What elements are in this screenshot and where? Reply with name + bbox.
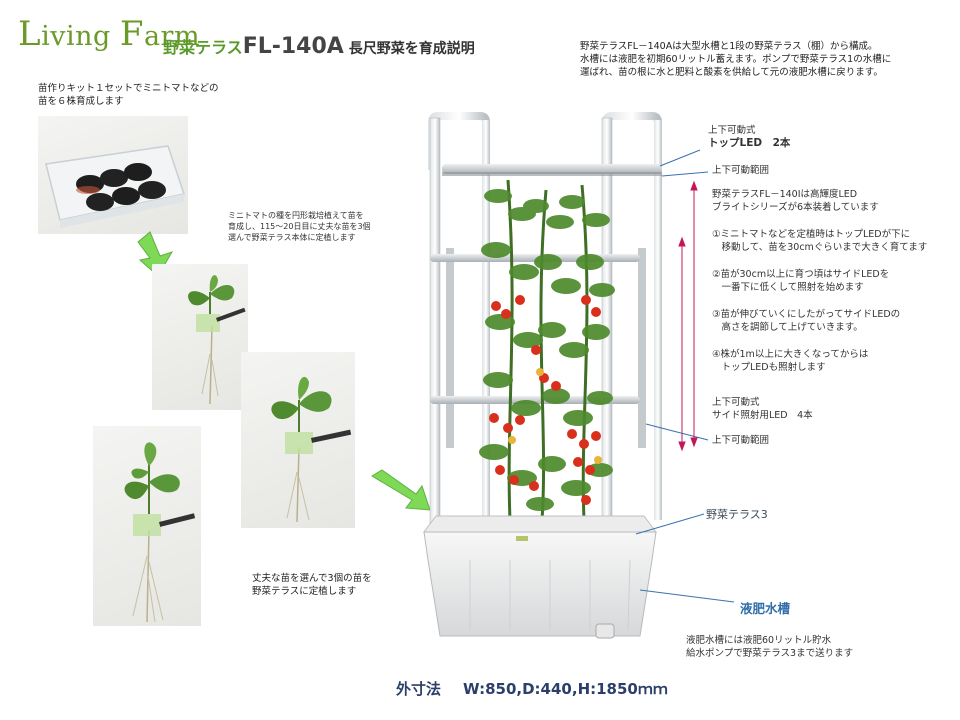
top-led-callout: 上下可動式 トップLED 2本 <box>708 125 791 149</box>
seedling-illustration <box>188 275 246 405</box>
seedling-photo-2 <box>241 352 355 528</box>
tank-label: 液肥水槽 <box>740 601 791 616</box>
growth-step-3: ③苗が伸びていくにしたがってサイドLEDの 高さを調節して上げていきます。 <box>712 309 901 333</box>
seedling-photo-1 <box>152 264 248 410</box>
terrace-label: 野菜テラス3 <box>706 508 768 521</box>
side-led-callout: 上下可動式 サイド照射用LED 4本 <box>712 397 813 421</box>
growth-step-1: ①ミニトマトなどを定植時はトップLEDが下に 移動して、苗を30cmぐらいまで大… <box>712 229 928 253</box>
tomato-plants <box>479 179 615 521</box>
seedling-kit-note: 苗作りキット１セットでミニトマトなどの 苗を６株育成します <box>38 83 219 107</box>
planting-note: 丈夫な苗を選んで3個の苗を 野菜テラスに定植します <box>252 573 372 597</box>
seedling-illustration <box>271 376 352 523</box>
move-range-label-side: 上下可動範囲 <box>712 435 770 446</box>
pole-front-left <box>429 117 441 531</box>
vegetable-terrace-tray <box>423 515 657 533</box>
side-led-right <box>638 248 646 448</box>
led-description: 野菜テラスFL－140Iは高輝度LED ブライトシリーズが6本装着しています <box>712 189 879 213</box>
seedling-kit-illustration <box>45 145 185 228</box>
seedling-photo-3 <box>93 426 201 626</box>
tank-note: 液肥水槽には液肥60リットル貯水 給水ポンプで野菜テラス3まで送ります <box>686 635 854 659</box>
seedling-illustration <box>124 442 196 623</box>
growth-step-4: ④株が1m以上に大きくなってからは トップLEDも照射します <box>712 349 869 373</box>
system-description: 野菜テラスFL－140Aは大型水槽と1段の野菜テラス（棚）から構成。 水槽には液… <box>580 41 892 78</box>
move-range-markers <box>678 180 698 452</box>
top-handle-right <box>602 112 662 170</box>
living-farm-logo: Living Farm <box>18 14 201 54</box>
move-range-label-top: 上下可動範囲 <box>712 165 770 176</box>
growth-step-2: ②苗が30cm以上に育つ頃はサイドLEDを 一番下に低くして照射を始めます <box>712 269 890 293</box>
side-led-left <box>446 248 454 448</box>
top-led-bar <box>442 164 662 174</box>
pole-back-right <box>654 120 662 520</box>
transplant-note: ミニトマトの種を円形栽培植えて苗を 育成し、115～20日目に丈夫な苗を3個 選… <box>228 211 371 242</box>
liquid-fertilizer-tank <box>423 531 657 637</box>
page-title: 野菜テラスFL-140A 長尺野菜を育成説明 <box>163 34 475 59</box>
seedling-kit-photo <box>38 116 188 234</box>
